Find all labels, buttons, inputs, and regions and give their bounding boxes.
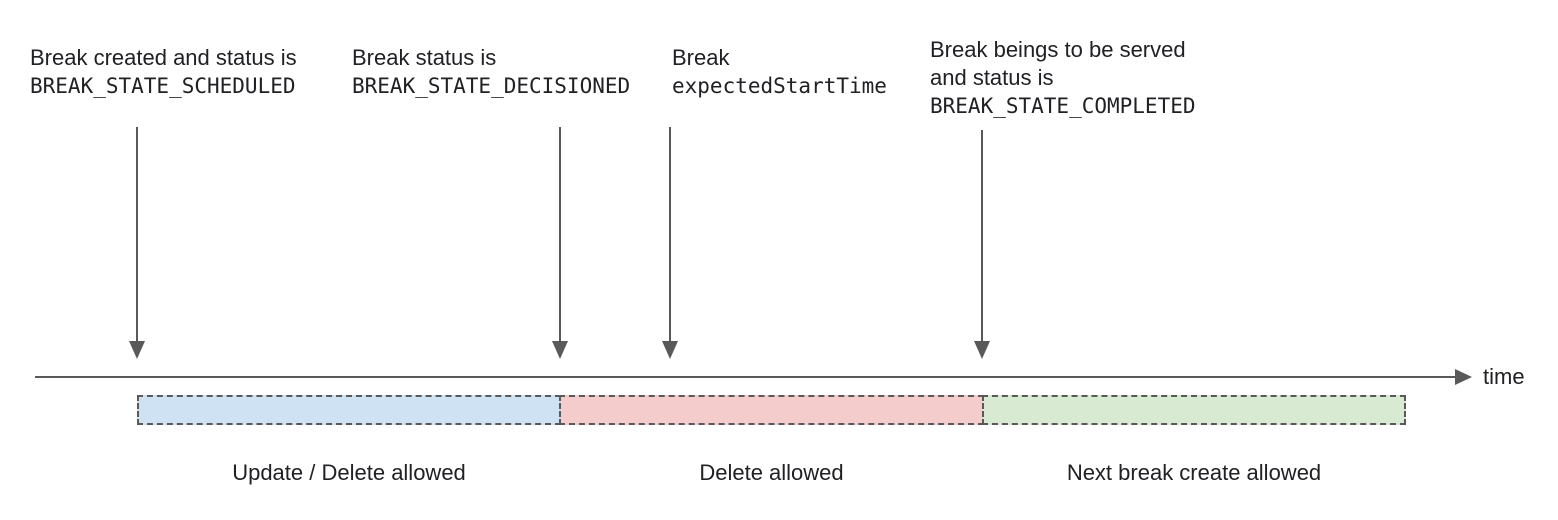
time-axis-line: [35, 376, 1455, 378]
down-arrow-icon: [974, 130, 990, 359]
down-arrow-icon: [129, 127, 145, 359]
arrowhead-down-icon: [129, 341, 145, 359]
segment-update-delete-allowed: [137, 395, 561, 425]
annotation-state-code: BREAK_STATE_DECISIONED: [352, 74, 631, 98]
annotation-expected-start-time: Break expectedStartTime: [672, 44, 887, 100]
segment-label: Next break create allowed: [1066, 460, 1322, 485]
annotation-break-completed: Break beings to be served and status is …: [930, 36, 1196, 120]
annotation-break-scheduled: Break created and status is BREAK_STATE_…: [30, 44, 297, 100]
arrowhead-down-icon: [662, 341, 678, 359]
annotation-state-code: BREAK_STATE_SCHEDULED: [30, 74, 296, 98]
annotation-state-code: BREAK_STATE_COMPLETED: [930, 94, 1196, 118]
annotation-break-decisioned: Break status is BREAK_STATE_DECISIONED: [352, 44, 630, 100]
segment-label: Update / Delete allowed: [232, 460, 466, 485]
segment-delete-allowed: [559, 395, 984, 425]
annotation-text: Break created and status is: [30, 45, 297, 70]
annotation-text: and status is: [930, 65, 1054, 90]
down-arrow-icon: [552, 127, 568, 359]
down-arrow-icon: [662, 127, 678, 359]
annotation-text: Break status is: [352, 45, 497, 70]
arrowhead-down-icon: [552, 341, 568, 359]
time-axis-arrowhead-icon: [1455, 369, 1472, 385]
time-axis-label: time: [1483, 364, 1525, 389]
annotation-text: Break: [672, 45, 730, 70]
arrowhead-down-icon: [974, 341, 990, 359]
segment-next-break-create-allowed: [982, 395, 1406, 425]
annotation-text: Break beings to be served: [930, 37, 1186, 62]
segment-label: Delete allowed: [699, 460, 844, 485]
annotation-state-code: expectedStartTime: [672, 74, 887, 98]
